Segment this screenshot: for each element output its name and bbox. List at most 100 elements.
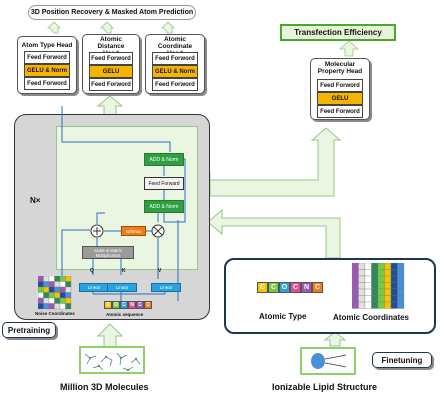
grid-cell [384,301,392,309]
grid-cell [397,295,405,303]
grid-cell [65,276,72,282]
grid-cell [48,286,55,293]
grid-cell [43,292,50,299]
grid-cell [364,275,372,283]
add-norm-bottom: ADD & Norm [144,200,184,213]
v-label: V [158,268,162,274]
k-label: K [122,268,126,274]
grid-cell [358,295,366,303]
up-arrow-3 [161,21,175,34]
grid-cell [352,275,359,283]
atom-type-ff-1: Feed Forword [24,51,70,64]
plus-up-line [96,212,105,224]
atom-token: C [104,301,112,309]
atom-token: O [112,301,120,309]
grid-cell [48,281,55,288]
atomic-sequence-label: Atomic sequence [106,312,144,317]
transfection-efficiency-text: Transfection Efficiency [294,28,382,37]
grid-cell [65,292,72,299]
grid-cell [390,288,398,296]
atom-token: C [120,301,128,309]
grid-cell [38,276,44,282]
scale-matrix-block: Scale & Matrix Multiplication [82,246,134,259]
grid-cell [377,275,385,283]
grid-cell [43,276,50,282]
atom-token: O [279,282,290,293]
atomic-distance-ff-2: Feed Forword [89,78,133,91]
feed-forward-block: Feed Forward [144,177,184,190]
grid-cell [371,295,379,303]
grid-cell [390,295,398,303]
grid-cell [377,282,385,290]
grid-cell [371,275,379,283]
atomic-type-label: Atomic Type [259,312,307,321]
grid-cell [54,281,61,288]
grid-cell [65,303,72,310]
grid-cell [43,281,50,288]
grid-cell [358,263,366,270]
grid-cell [59,286,66,293]
q-label: Q [90,268,94,274]
up-arrow-2 [100,21,114,34]
grid-cell [364,282,372,290]
grid-cell [384,263,392,270]
grid-cell [397,301,405,309]
lipid-structure-label: Ionizable Lipid Structure [272,382,378,392]
noise-coordinates-grid [38,276,72,310]
grid-cell [48,297,55,304]
grid-cell [43,286,50,293]
grid-cell [371,282,379,290]
grid-cell [38,286,44,293]
grid-cell [364,295,372,303]
grid-cell [352,301,359,309]
grid-cell [390,282,398,290]
arrow-to-property-head [209,127,342,197]
grid-cell [59,281,66,288]
grid-cell [358,288,366,296]
arrow-from-finetune-panel [207,208,341,259]
grid-cell [358,282,366,290]
grid-cell [384,288,392,296]
grid-cell [352,269,359,277]
atom-token: N [128,301,136,309]
atom-token: C [290,282,301,293]
grid-cell [384,282,392,290]
softmax-block: softmax [121,226,146,236]
atomic-distance-head: Atomic Distance Head Feed Forword GELU F… [82,34,140,94]
grid-cell [65,281,72,288]
grid-cell [364,269,372,277]
million-molecules-label: Million 3D Molecules [60,382,149,392]
atomic-coordinate-head: Atomic Coordinate Head Feed Forword GELU… [145,34,205,94]
repeat-label: N× [30,196,41,205]
noise-coordinates-label: Noise Coordinates [35,311,75,316]
molecules-sketch [84,352,141,372]
grid-cell [377,263,385,270]
noise-to-plus [61,229,90,276]
grid-cell [390,269,398,277]
atomic-coordinate-gelu: GELU & Norm [152,65,198,78]
million-molecules-image [79,346,145,374]
grid-cell [397,263,405,270]
grid-cell [358,275,366,283]
grid-cell [48,276,55,282]
grid-cell [390,301,398,309]
property-ff-1: Feed Forword [317,79,363,92]
pretraining-label: Pretraining [2,322,56,338]
grid-cell [59,303,66,310]
grid-cell [54,292,61,299]
atom-type-head-title: Atom Type Head [21,42,73,49]
grid-cell [371,301,379,309]
atom-token: C [312,282,323,293]
lipid-structure-image [300,347,356,375]
grid-cell [390,263,398,270]
molecular-property-head: Molecular Property Head Feed Forword GEL… [310,58,370,120]
property-ff-2: Feed Forword [317,105,363,118]
grid-cell [48,303,55,310]
transfection-efficiency-title: Transfection Efficiency [280,24,396,41]
grid-cell [371,269,379,277]
pretrain-task-title-text: 3D Position Recovery & Masked Atom Predi… [30,9,194,16]
grid-cell [377,295,385,303]
grid-cell [54,276,61,282]
